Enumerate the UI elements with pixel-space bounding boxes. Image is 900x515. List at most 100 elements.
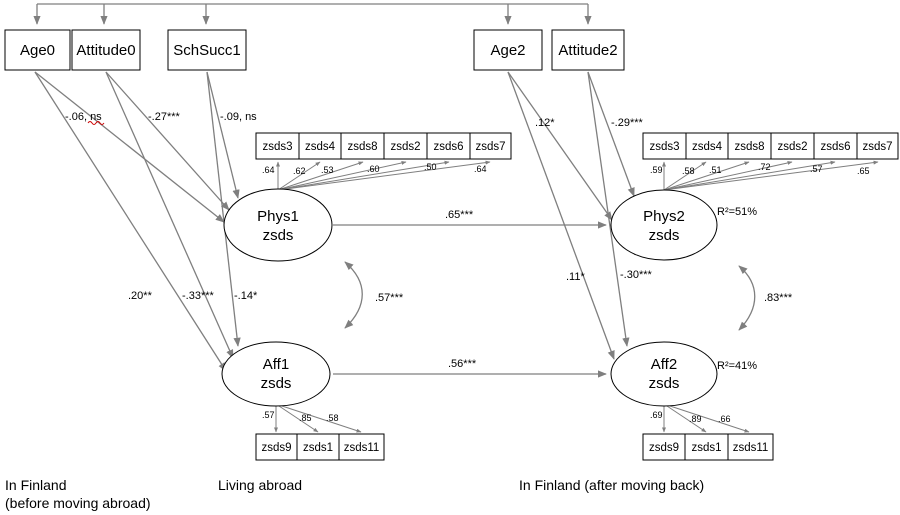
indicator-label: zsds2 bbox=[777, 141, 807, 153]
latent-phys1: Phys1 zsds bbox=[223, 188, 333, 262]
indicator-label: zsds7 bbox=[862, 141, 892, 153]
phase-abroad: Living abroad bbox=[218, 477, 302, 493]
indicator-label: zsds4 bbox=[305, 141, 336, 153]
coef-att2-aff2: -.30*** bbox=[620, 269, 653, 281]
loading-label: .65 bbox=[857, 166, 870, 176]
box-attitude2: Attitude2 bbox=[551, 29, 625, 71]
loadings-phys2 bbox=[662, 160, 879, 191]
indicators-aff1: zsds9 zsds1 zsds11 bbox=[255, 433, 385, 461]
phase-before-line1: In Finland bbox=[5, 477, 66, 493]
indicator-label: zsds4 bbox=[692, 141, 723, 153]
latent-name: Phys2 bbox=[643, 208, 685, 225]
coef-att2-phys2: -.29*** bbox=[611, 117, 644, 129]
loading-labels-phys1: .64 .62 .53 .60 .50 .64 bbox=[262, 162, 487, 176]
indicator-label: zsds11 bbox=[733, 442, 769, 454]
indicator-label: zsds6 bbox=[820, 141, 850, 153]
indicator-label: zsds3 bbox=[262, 141, 292, 153]
indicator-label: zsds6 bbox=[433, 141, 463, 153]
indicators-aff2: zsds9 zsds1 zsds11 bbox=[642, 433, 774, 461]
latent-name: Phys1 bbox=[257, 208, 299, 225]
box-age0: Age0 bbox=[4, 29, 71, 71]
paths-autoregressive bbox=[333, 221, 607, 378]
coef-att0-aff1: -.33*** bbox=[182, 290, 215, 302]
box-schsucc1: SchSucc1 bbox=[167, 29, 247, 71]
paths-t0 bbox=[34, 71, 241, 372]
loading-labels-aff2: .69 .89 .66 bbox=[650, 410, 731, 424]
covariances bbox=[344, 261, 756, 331]
coef-age0-phys1: -.06, ns bbox=[65, 111, 102, 123]
coef-cov1: .57*** bbox=[375, 292, 404, 304]
r2-aff2: R²=41% bbox=[717, 360, 757, 372]
age2-label: Age2 bbox=[490, 42, 525, 59]
loading-label: .53 bbox=[321, 165, 334, 175]
indicator-label: zsds1 bbox=[303, 442, 333, 454]
loading-label: .62 bbox=[293, 166, 306, 176]
loading-label: .58 bbox=[682, 166, 695, 176]
loading-label: .66 bbox=[718, 414, 731, 424]
loading-label: .58 bbox=[326, 413, 339, 423]
top-connector bbox=[33, 3, 592, 25]
path-coefficients: -.06, ns -.27*** -.09, ns .20** -.33*** … bbox=[65, 111, 793, 370]
loading-label: .57 bbox=[262, 410, 275, 420]
loadings-aff2 bbox=[662, 403, 750, 433]
latent-name: Aff2 bbox=[651, 356, 677, 373]
indicators-phys2: zsds3 zsds4 zsds8 zsds2 zsds6 zsds7 bbox=[642, 132, 899, 160]
loading-labels-phys2: .59 .58 .51 .72 .57 .65 bbox=[650, 162, 870, 176]
indicator-label: zsds11 bbox=[344, 442, 380, 454]
coef-age2-aff2: .11* bbox=[566, 271, 585, 283]
loading-label: .60 bbox=[367, 164, 380, 174]
coef-cov2: .83*** bbox=[764, 292, 793, 304]
loading-label: .59 bbox=[650, 165, 663, 175]
loadings-phys1 bbox=[276, 160, 491, 191]
indicator-label: zsds8 bbox=[347, 141, 377, 153]
loadings-aff1 bbox=[274, 403, 362, 433]
latent-aff2: Aff2 zsds bbox=[610, 341, 718, 407]
indicator-label: zsds8 bbox=[734, 141, 764, 153]
latent-name: Aff1 bbox=[263, 356, 289, 373]
latent-scale: zsds bbox=[649, 375, 680, 392]
coef-age0-aff1: .20** bbox=[128, 290, 153, 302]
loading-label: .57 bbox=[810, 164, 823, 174]
box-age2: Age2 bbox=[473, 29, 543, 71]
latent-phys2: Phys2 zsds bbox=[610, 189, 718, 261]
box-attitude0: Attitude0 bbox=[71, 29, 141, 71]
coef-sch-aff1: -.14* bbox=[234, 290, 258, 302]
schsucc1-label: SchSucc1 bbox=[173, 42, 241, 59]
attitude0-label: Attitude0 bbox=[76, 42, 135, 59]
indicator-label: zsds9 bbox=[261, 442, 291, 454]
r-squared: R²=51% R²=41% bbox=[717, 206, 757, 372]
indicator-label: zsds3 bbox=[649, 141, 679, 153]
paths-t2 bbox=[507, 71, 635, 360]
phase-after: In Finland (after moving back) bbox=[519, 477, 704, 493]
indicators-phys1: zsds3 zsds4 zsds8 zsds2 zsds6 zsds7 bbox=[255, 132, 512, 160]
indicator-label: zsds9 bbox=[649, 442, 679, 454]
loading-label: .50 bbox=[424, 162, 437, 172]
latent-aff1: Aff1 zsds bbox=[221, 341, 331, 407]
latent-scale: zsds bbox=[263, 227, 294, 244]
indicator-label: zsds7 bbox=[475, 141, 505, 153]
loading-label: .72 bbox=[758, 162, 771, 172]
latent-scale: zsds bbox=[649, 227, 680, 244]
phase-captions: In Finland (before moving abroad) Living… bbox=[5, 477, 704, 511]
coef-age2-phys2: .12* bbox=[535, 117, 555, 129]
indicator-label: zsds1 bbox=[691, 442, 721, 454]
age0-label: Age0 bbox=[20, 42, 55, 59]
loading-label: .69 bbox=[650, 410, 663, 420]
coef-att0-phys1: -.27*** bbox=[148, 111, 181, 123]
latent-scale: zsds bbox=[261, 375, 292, 392]
coef-phys1-phys2: .65*** bbox=[445, 209, 474, 221]
indicator-label: zsds2 bbox=[390, 141, 420, 153]
loading-label: .64 bbox=[262, 165, 275, 175]
loading-labels-aff1: .57 .85 .58 bbox=[262, 410, 339, 423]
phase-before-line2: (before moving abroad) bbox=[5, 495, 151, 511]
loading-label: .51 bbox=[709, 165, 722, 175]
loading-label: .85 bbox=[299, 413, 312, 423]
r2-phys2: R²=51% bbox=[717, 206, 757, 218]
spellcheck-squiggle bbox=[87, 121, 105, 125]
coef-aff1-aff2: .56*** bbox=[448, 358, 477, 370]
loading-label: .64 bbox=[474, 164, 487, 174]
attitude2-label: Attitude2 bbox=[558, 42, 617, 59]
coef-sch-phys1: -.09, ns bbox=[220, 111, 257, 123]
loading-label: .89 bbox=[689, 414, 702, 424]
